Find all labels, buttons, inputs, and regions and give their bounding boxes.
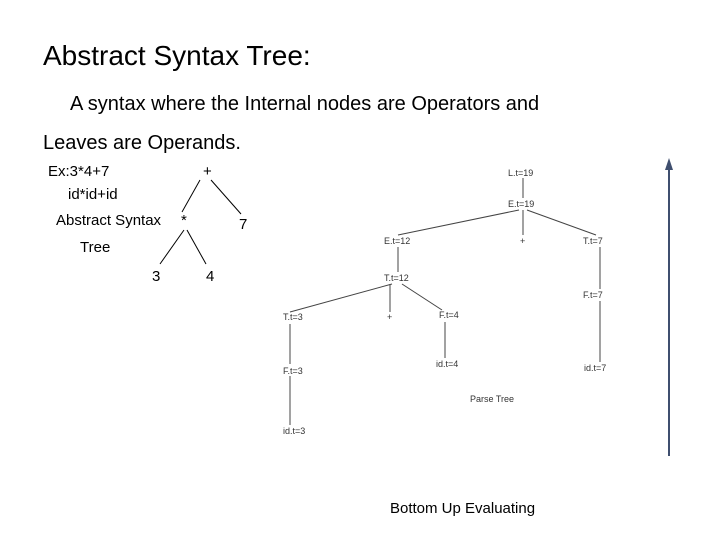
description-line-2: Leaves are Operands. xyxy=(43,132,241,154)
bottom-up-arrow xyxy=(665,158,673,456)
pt-node-e-left: E.t=12 xyxy=(384,236,411,246)
pt-edge-E-E xyxy=(397,209,520,236)
pt-node-f-left: F.t=3 xyxy=(283,366,303,376)
pt-node-root: L.t=19 xyxy=(508,168,534,178)
pt-edge-Tmid-Tleft xyxy=(289,283,393,313)
ast-leaf-middle: 4 xyxy=(206,268,215,285)
ast-node-inner: * xyxy=(181,212,187,229)
example-caption-line-2: Tree xyxy=(80,239,111,256)
example-caption-line-1: Abstract Syntax xyxy=(56,212,162,229)
ast-edge-star-4 xyxy=(186,229,207,265)
pt-node-t-right: T.t=7 xyxy=(583,236,603,246)
pt-node-t-left: T.t=3 xyxy=(283,312,303,322)
ast-leaf-right: 7 xyxy=(239,216,248,233)
description-line-1: A syntax where the Internal nodes are Op… xyxy=(70,93,540,115)
parse-tree-edges xyxy=(289,178,601,425)
pt-node-star: + xyxy=(387,312,393,322)
ast-edge-star-3 xyxy=(159,229,185,265)
pt-node-e-top: E.t=19 xyxy=(508,199,535,209)
ast-edge-plus-star xyxy=(181,179,201,213)
pt-edge-Tmid-Fmid xyxy=(401,283,443,311)
slide-title: Abstract Syntax Tree: xyxy=(43,40,311,71)
ast-edges xyxy=(159,179,242,265)
pt-node-id-left: id.t=3 xyxy=(283,426,306,436)
ast-leaf-left: 3 xyxy=(152,268,161,285)
ast-edge-plus-7 xyxy=(210,179,242,215)
pt-node-id-right: id.t=7 xyxy=(584,363,607,373)
pt-node-plus-top: + xyxy=(520,236,526,246)
pt-node-f-right: F.t=7 xyxy=(583,290,603,300)
example-expression: Ex:3*4+7 xyxy=(48,163,110,180)
bottom-up-label: Bottom Up Evaluating xyxy=(390,500,536,517)
ast-node-root: + xyxy=(203,163,212,180)
pt-caption: Parse Tree xyxy=(470,394,515,404)
pt-node-id-mid: id.t=4 xyxy=(436,359,459,369)
pt-node-f-mid: F.t=4 xyxy=(439,310,459,320)
pt-edge-E-T xyxy=(526,209,597,236)
pt-node-t-mid: T.t=12 xyxy=(384,273,409,283)
arrow-head-icon xyxy=(665,158,673,170)
example-token-form: id*id+id xyxy=(68,186,118,203)
